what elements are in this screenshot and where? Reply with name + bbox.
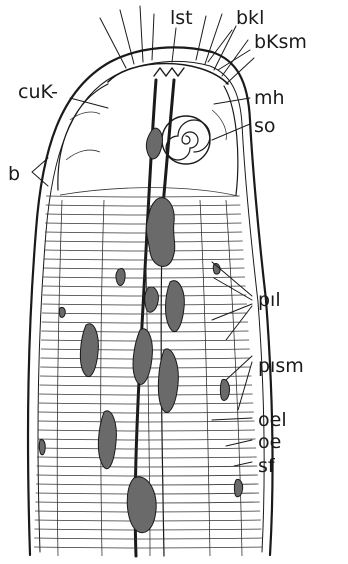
striation-line [44,250,243,251]
striation-line [38,421,254,422]
label-sf: sf [258,455,276,477]
label-mh: mh [254,87,285,109]
striation-line [38,430,255,431]
label-pism: pısm [258,355,304,377]
striation-line [46,214,241,215]
striation-line [42,313,247,314]
striation-line [46,196,240,197]
striation-line [34,538,262,539]
label-lst: lst [170,7,193,29]
striation-line [34,547,263,548]
striation-line [38,439,256,440]
striation-line [39,412,254,413]
label-oe: oe [258,431,281,453]
cell-bodies [39,128,242,532]
striation-line [45,223,241,224]
label-bkl: bkl [236,7,264,29]
striation-line [39,403,253,404]
striation-line [37,457,257,458]
label-cuk: cuK- [18,81,58,103]
striation-line [45,232,242,233]
label-oel: oel [258,409,287,431]
striation-line [42,322,248,323]
striation-line [37,466,258,467]
label-so: so [254,115,276,137]
striation-line [46,205,241,206]
striation-line [44,259,244,260]
label-pil: pıl [258,289,281,311]
striation-line [45,241,243,242]
striation-line [36,475,258,476]
label-bksm: bKsm [254,31,307,53]
label-b: b [8,163,20,185]
leader-lines [32,28,252,466]
striation-line [37,448,256,449]
